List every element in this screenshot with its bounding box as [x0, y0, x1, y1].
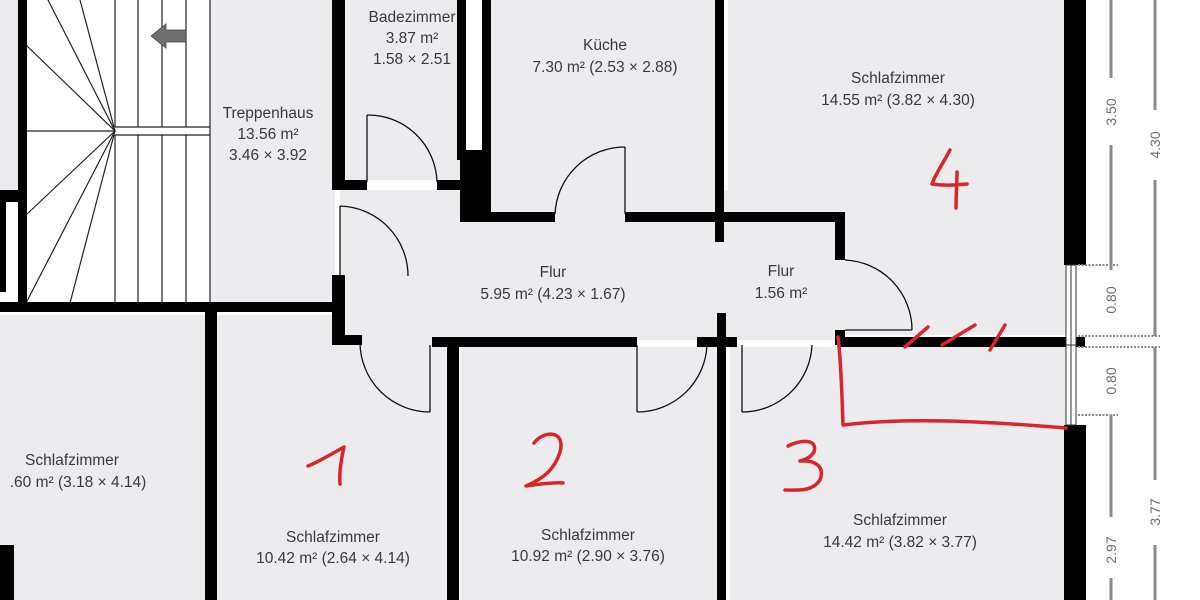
svg-text:Küche: Küche [583, 37, 627, 54]
stair-direction-arrow-icon [150, 23, 187, 49]
dim-3-50: 3.50 [1103, 98, 1119, 125]
label-treppenhaus: Treppenhaus 13.56 m² 3.46 × 3.92 [223, 105, 314, 164]
wall-removal-mark-2 [940, 323, 977, 347]
doors [339, 114, 913, 413]
svg-text:Schlafzimmer: Schlafzimmer [286, 529, 380, 546]
windows [1065, 264, 1077, 426]
floor-kueche [490, 0, 715, 215]
floor-treppenhaus [210, 0, 335, 305]
dim-0-80-upper: 0.80 [1103, 286, 1119, 313]
handwritten-number-1 [306, 445, 346, 486]
label-badezimmer: Badezimmer 3.87 m² 1.58 × 2.51 [369, 9, 456, 68]
dim-4-30: 4.30 [1147, 131, 1163, 158]
svg-text:5.95 m² (4.23 × 1.67): 5.95 m² (4.23 × 1.67) [480, 286, 625, 303]
svg-text:13.56 m²: 13.56 m² [237, 126, 298, 143]
label-schlafzimmer-4: Schlafzimmer 14.55 m² (3.82 × 4.30) [821, 70, 975, 109]
svg-text:Schlafzimmer: Schlafzimmer [851, 70, 945, 87]
svg-text:10.92 m² (2.90 × 3.76): 10.92 m² (2.90 × 3.76) [511, 548, 665, 565]
label-schlafzimmer-3: Schlafzimmer 14.42 m² (3.82 × 3.77) [823, 512, 977, 551]
label-kueche: Küche 7.30 m² (2.53 × 2.88) [532, 37, 677, 76]
staircase [25, 0, 211, 304]
handwritten-number-3 [783, 439, 823, 492]
floor-schlafzimmer-2 [460, 347, 718, 600]
dimension-lines: 3.50 0.80 0.80 2.97 4.30 3.77 [1078, 0, 1163, 600]
floor-areas [0, 0, 1068, 600]
wall-removal-mark-3 [988, 323, 1007, 352]
new-wall-outline [836, 335, 1068, 430]
svg-text:Schlafzimmer: Schlafzimmer [541, 527, 635, 544]
label-flur-main: Flur 5.95 m² (4.23 × 1.67) [480, 264, 625, 303]
svg-text:3.46 × 3.92: 3.46 × 3.92 [229, 147, 307, 164]
label-schlafzimmer-1: Schlafzimmer 10.42 m² (2.64 × 4.14) [256, 529, 410, 567]
dim-3-77: 3.77 [1147, 498, 1163, 525]
svg-text:10.42 m² (2.64 × 4.14): 10.42 m² (2.64 × 4.14) [256, 550, 410, 567]
svg-text:.60 m² (3.18 × 4.14): .60 m² (3.18 × 4.14) [10, 474, 147, 491]
floor-schlafzimmer-3 [730, 347, 1068, 600]
svg-text:3.87 m²: 3.87 m² [386, 30, 439, 47]
svg-text:1.56 m²: 1.56 m² [755, 285, 808, 302]
floor-schlafzimmer-1 [217, 315, 447, 600]
label-flur-small: Flur 1.56 m² [755, 263, 808, 302]
red-annotations [306, 148, 1068, 492]
svg-text:Badezimmer: Badezimmer [369, 9, 456, 26]
walls [0, 0, 1086, 600]
svg-text:Flur: Flur [768, 263, 795, 280]
room-labels: Treppenhaus 13.56 m² 3.46 × 3.92 Badezim… [10, 9, 977, 567]
dim-0-80-lower: 0.80 [1103, 367, 1119, 394]
label-schlafzimmer-2: Schlafzimmer 10.92 m² (2.90 × 3.76) [511, 527, 665, 565]
svg-text:Schlafzimmer: Schlafzimmer [853, 512, 947, 529]
floor-schlafzimmer-left [0, 315, 205, 600]
svg-text:7.30 m² (2.53 × 2.88): 7.30 m² (2.53 × 2.88) [532, 59, 677, 76]
svg-text:1.58 × 2.51: 1.58 × 2.51 [373, 51, 451, 68]
svg-text:14.55 m² (3.82 × 4.30): 14.55 m² (3.82 × 4.30) [821, 92, 975, 109]
handwritten-number-2 [524, 432, 565, 488]
wall-removal-mark-1 [903, 325, 930, 349]
svg-text:Schlafzimmer: Schlafzimmer [25, 452, 119, 469]
svg-text:Flur: Flur [540, 264, 567, 281]
handwritten-number-4 [930, 148, 969, 210]
svg-text:14.42 m² (3.82 × 3.77): 14.42 m² (3.82 × 3.77) [823, 534, 977, 551]
label-schlafzimmer-left: Schlafzimmer .60 m² (3.18 × 4.14) [10, 452, 147, 491]
dim-2-97: 2.97 [1103, 536, 1119, 563]
floor-badezimmer [345, 0, 460, 180]
svg-text:Treppenhaus: Treppenhaus [223, 105, 314, 122]
